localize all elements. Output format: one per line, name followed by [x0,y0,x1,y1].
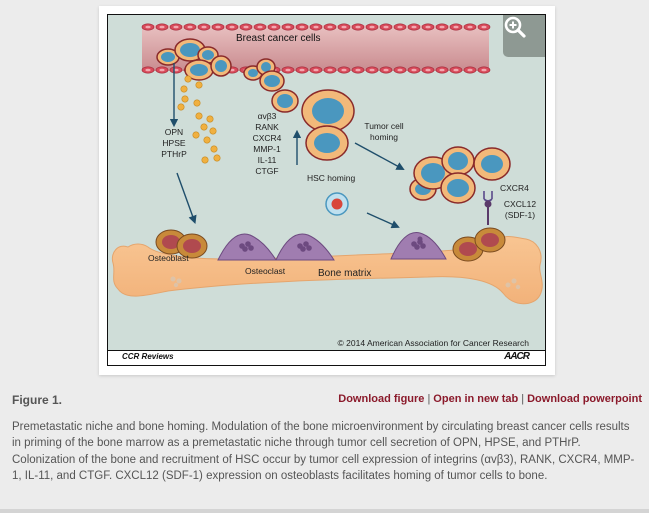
red-blood-cell-center [467,25,473,29]
red-blood-cell-center [397,25,403,29]
red-blood-cell-center [299,68,305,72]
red-blood-cell-center [271,25,277,29]
red-blood-cell-center [285,25,291,29]
label-sdf1: (SDF-1) [504,210,536,220]
red-blood-cell-center [481,25,487,29]
red-blood-cell-center [145,25,151,29]
red-blood-cell-center [327,25,333,29]
label-hpse: HPSE [162,138,186,148]
secreted-factors [177,75,221,164]
red-blood-cell-center [355,25,361,29]
red-blood-cell-center [369,68,375,72]
red-blood-cell-center [397,68,403,72]
label-secreted-factors: OPN HPSE PTHrP [154,127,194,160]
label-tumor-cell-homing: Tumor cell homing [356,121,412,143]
figure-card: Breast cancer cells OPN HPSE PTHrP αvβ3 … [99,6,555,375]
red-blood-cell-center [187,25,193,29]
hsc-cell [325,192,349,216]
red-blood-cell-center [383,68,389,72]
figure-links: Download figure|Open in new tab|Download… [338,393,642,405]
label-avb3: αvβ3 [257,111,277,121]
figure-caption-text: Premetastatic niche and bone homing. Mod… [12,421,635,482]
red-blood-cell-center [327,68,333,72]
label-mmp1: MMP-1 [253,144,281,154]
red-blood-cell-center [285,68,291,72]
red-blood-cell-center [355,68,361,72]
label-osteoblast: Osteoblast [148,253,189,263]
label-tumor-cell: Tumor cell [364,121,404,131]
red-blood-cell-center [425,25,431,29]
red-blood-cell-center [257,25,263,29]
red-blood-cell-center [201,25,207,29]
open-in-new-tab-link[interactable]: Open in new tab [433,393,519,405]
figure-footer: CCR Reviews AACR [108,350,545,365]
figure-image[interactable]: Breast cancer cells OPN HPSE PTHrP αvβ3 … [107,14,546,366]
red-blood-cell-center [145,68,151,72]
label-cxcr4-receptor: CXCR4 [500,183,529,193]
caption-header: Figure 1. Download figure|Open in new ta… [12,393,642,407]
red-blood-cell-center [243,25,249,29]
red-blood-cell-center [159,25,165,29]
label-cxcl12-name: CXCL12 [503,199,537,209]
red-blood-cell-center [341,25,347,29]
label-rank: RANK [255,122,279,132]
cxcr4-cxcl12-receptor [483,191,493,225]
label-osteoclast: Osteoclast [245,266,286,276]
osteoclasts [217,232,447,261]
download-powerpoint-link[interactable]: Download powerpoint [527,393,642,405]
label-bone-matrix: Bone matrix [318,268,372,279]
copyright-notice: © 2014 American Association for Cancer R… [337,338,529,348]
red-blood-cell-center [341,68,347,72]
label-il11: IL-11 [257,155,277,165]
red-blood-cell-center [299,25,305,29]
red-blood-cell-center [439,25,445,29]
red-blood-cell-center [411,68,417,72]
red-blood-cell-center [467,68,473,72]
red-blood-cell-center [453,25,459,29]
red-blood-cell-center [313,68,319,72]
label-expressed-factors: αvβ3 RANK CXCR4 MMP-1 IL-11 CTGF [245,111,289,177]
label-opn: OPN [164,127,184,137]
red-blood-cell-center [439,68,445,72]
red-blood-cell-center [173,25,179,29]
figure-illustration [111,23,543,305]
red-blood-cell-center [411,25,417,29]
label-breast-cancer-cells: Breast cancer cells [236,33,321,44]
zoom-button[interactable] [503,15,545,57]
label-ctgf: CTGF [255,166,279,176]
red-blood-cell-center [369,25,375,29]
zoom-in-icon [504,16,526,38]
red-blood-cell-center [425,68,431,72]
link-separator: | [427,393,431,405]
red-blood-cell-center [453,68,459,72]
pathway-arrows [169,63,405,229]
red-blood-cell-center [215,25,221,29]
label-cxcl12: CXCL12 (SDF-1) [502,199,538,221]
label-homing: homing [370,132,398,142]
label-cxcr4: CXCR4 [252,133,282,143]
red-blood-cell-center [159,68,165,72]
ccr-reviews-label: CCR Reviews [122,352,174,361]
osteoblasts [155,227,506,262]
red-blood-cell-center [229,25,235,29]
red-blood-cell-center [383,25,389,29]
figure-label: Figure 1. [12,393,63,407]
link-separator: | [521,393,525,405]
red-blood-cell-center [481,68,487,72]
aacr-logo: AACR [504,351,530,362]
red-blood-cell-center [313,25,319,29]
bottom-divider [0,509,649,513]
label-hsc-homing: HSC homing [307,173,356,183]
label-pthrp: PTHrP [161,149,187,159]
homing-tumor-cluster [409,146,511,204]
circulating-tumor-cells [156,38,355,161]
download-figure-link[interactable]: Download figure [338,393,425,405]
